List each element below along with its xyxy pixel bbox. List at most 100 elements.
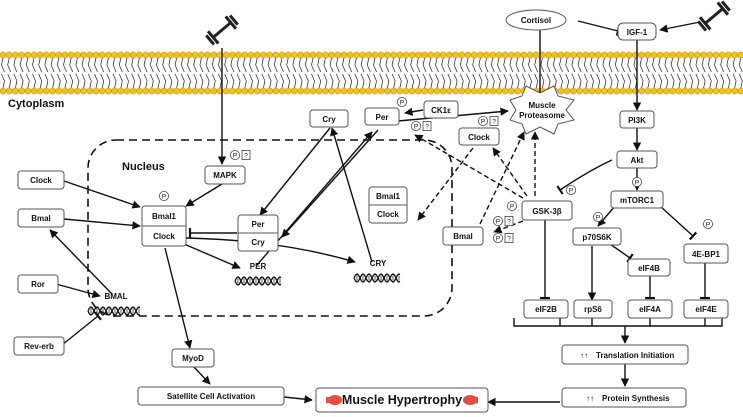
mtorc1-inhibits-4ebp1 <box>659 205 698 241</box>
igf1-node <box>617 22 657 41</box>
dumbbell-icon <box>205 14 239 46</box>
svg-text:P: P <box>635 179 639 186</box>
gsk3b-label: GSK-3β <box>532 207 561 216</box>
mapk-to-bmal1-arrow <box>185 183 223 207</box>
4ebp1-node <box>683 243 729 264</box>
bmal-left-label: Bmal <box>31 214 51 223</box>
clock-to-complex-arrow <box>63 180 141 209</box>
clock-nuc-label: Clock <box>153 232 175 241</box>
per-cyto-label: Per <box>376 113 389 122</box>
eif4a-node <box>627 299 673 319</box>
bmal1clock-to-per-gene-arrow <box>183 243 241 269</box>
svg-text:P: P <box>569 187 573 194</box>
gsk3b-to-per-arrow <box>414 134 524 199</box>
clock-cyto-label: Clock <box>468 133 490 142</box>
phospho-badge: P <box>703 218 714 229</box>
per-cyto-node <box>364 107 400 126</box>
svg-text:P: P <box>162 193 166 200</box>
ror-to-bmal-gene-arrow <box>55 283 101 299</box>
unknown-badge: ? <box>241 149 251 160</box>
synthesis-label: Protein Synthesis <box>602 394 670 403</box>
exercise-to-igf1-arrow <box>659 21 701 33</box>
cry-to-nucleus-arrow <box>259 127 331 216</box>
pi3k-label: PI3K <box>628 116 646 125</box>
cytoplasm-label: Cytoplasm <box>8 98 64 110</box>
clock-cyto2-label: Clock <box>377 210 399 219</box>
per-gene-dna-icon <box>234 276 282 286</box>
rps6-node <box>573 299 613 319</box>
translation-bracket <box>513 318 723 327</box>
bmal1-nuc-label: Bmal1 <box>152 212 177 221</box>
phospho-badge: P <box>158 190 169 201</box>
phospho-badge: P <box>506 200 517 211</box>
cry-gene-dna-icon <box>353 273 401 283</box>
reverb-inhibits-bmal-gene <box>61 311 102 346</box>
svg-text:P: P <box>414 123 418 130</box>
synthesis-node <box>561 387 687 408</box>
cry-cyto-label: Cry <box>322 115 336 124</box>
myod-to-satellite-arrow <box>192 365 211 385</box>
rps6-label: rpS6 <box>584 305 602 314</box>
mapk-label: MAPK <box>213 171 237 180</box>
bmal-to-complex-arrow <box>63 218 141 230</box>
p70s6k-label: p70S6K <box>582 233 612 242</box>
bmal1clock-to-myod-arrow <box>164 247 193 349</box>
svg-text:P: P <box>596 214 600 221</box>
proteasome-node <box>509 85 575 135</box>
unknown-badge: ? <box>489 116 499 127</box>
per-gene-label: PER <box>250 262 267 271</box>
gsk3b-to-bmal-arrow <box>493 220 524 234</box>
hypertrophy-label: Muscle Hypertrophy <box>342 393 462 407</box>
bmal-gene-dna-icon <box>87 306 141 316</box>
mtorc1-label: mTORC1 <box>620 196 655 205</box>
cry-gene-label: CRY <box>370 259 387 268</box>
eif4b-node <box>627 258 671 277</box>
ror-label: Ror <box>31 280 45 289</box>
hypertrophy-node <box>315 387 489 413</box>
bmal-to-proteasome-arrow <box>479 131 525 225</box>
svg-text:?: ? <box>507 218 511 225</box>
cry-nuc-label: Cry <box>251 238 265 247</box>
igf1-label: IGF-1 <box>627 28 648 37</box>
mapk-node <box>204 165 246 185</box>
per-to-nucleus-arrow <box>281 129 379 238</box>
cry-gene-to-cry-arrow <box>330 127 373 263</box>
dumbbell-icon <box>697 0 731 32</box>
phospho-badge: P <box>566 184 577 195</box>
phospho-badge: P <box>632 176 643 187</box>
mtorc1-node <box>610 190 664 209</box>
ck1e-node <box>423 100 459 119</box>
proteasome-label-1: Muscle <box>528 101 556 110</box>
gsk3b-node <box>521 200 573 221</box>
translation-label: Translation Initiation <box>596 351 674 360</box>
svg-text:?: ? <box>425 123 429 130</box>
bmal1-cyto-label: Bmal1 <box>376 192 401 201</box>
bmal-cyto-node <box>442 226 484 246</box>
unknown-badge: ? <box>504 232 514 243</box>
cortisol-label: Cortisol <box>521 16 551 25</box>
clock-nuclear-entry-arrow <box>417 147 474 221</box>
svg-text:P: P <box>496 218 500 225</box>
bmal-gene-to-bmal-arrow <box>49 229 113 295</box>
satellite-to-hypertrophy-arrow <box>283 395 313 404</box>
p70s6k-node <box>572 227 622 246</box>
svg-text:P: P <box>496 235 500 242</box>
eif2b-node <box>523 299 569 319</box>
svg-text:P: P <box>233 152 237 159</box>
clock-left-node <box>17 170 65 190</box>
4ebp1-label: 4E-BP1 <box>692 250 721 259</box>
svg-text:?: ? <box>244 152 248 159</box>
phospho-badge: P <box>593 211 604 222</box>
ck1e-label: CK1ε <box>431 106 451 115</box>
svg-text:P: P <box>400 99 404 106</box>
phospho-badge: P <box>477 116 488 127</box>
p70s6k-to-eif4b <box>609 243 634 263</box>
cortisol-inhibits-igf1 <box>577 20 621 37</box>
phospho-badge: P <box>492 232 503 243</box>
bmal-cyto-label: Bmal <box>453 232 473 241</box>
eif2b-label: eIF2B <box>535 305 557 314</box>
unknown-badge: ? <box>422 121 432 132</box>
bmal-gene-label: BMAL <box>104 292 127 301</box>
eif4e-node <box>683 299 729 319</box>
